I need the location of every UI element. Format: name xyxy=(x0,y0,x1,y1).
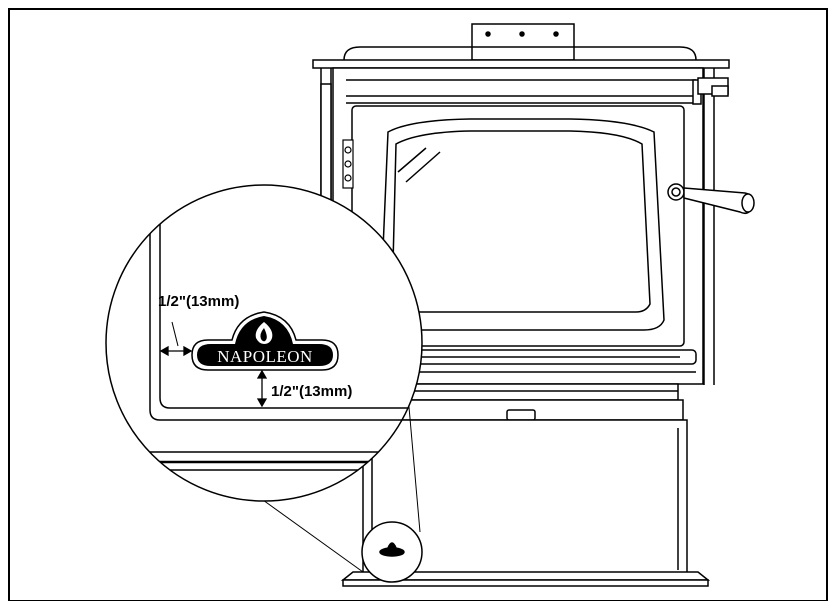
napoleon-logo-badge: NAPOLEON xyxy=(191,311,339,371)
magnified-callout: NAPOLEON 1/2"(13mm) 1/2"(13mm) xyxy=(105,184,423,502)
logo-brand-text: NAPOLEON xyxy=(217,347,313,366)
flame-icon xyxy=(255,322,273,344)
side-clearance-arrow xyxy=(159,321,193,357)
side-clearance-label: 1/2"(13mm) xyxy=(158,293,239,310)
diagram-border xyxy=(8,8,828,601)
logo-location-marker xyxy=(361,521,423,583)
upper-band xyxy=(346,77,729,105)
door-hinges xyxy=(342,139,354,189)
stove xyxy=(312,23,755,587)
ash-lip xyxy=(345,349,697,373)
bottom-clearance-label: 1/2"(13mm) xyxy=(271,383,352,400)
bottom-clearance-arrow xyxy=(256,369,268,408)
flue-collar xyxy=(471,23,575,61)
door-handle xyxy=(667,183,755,215)
